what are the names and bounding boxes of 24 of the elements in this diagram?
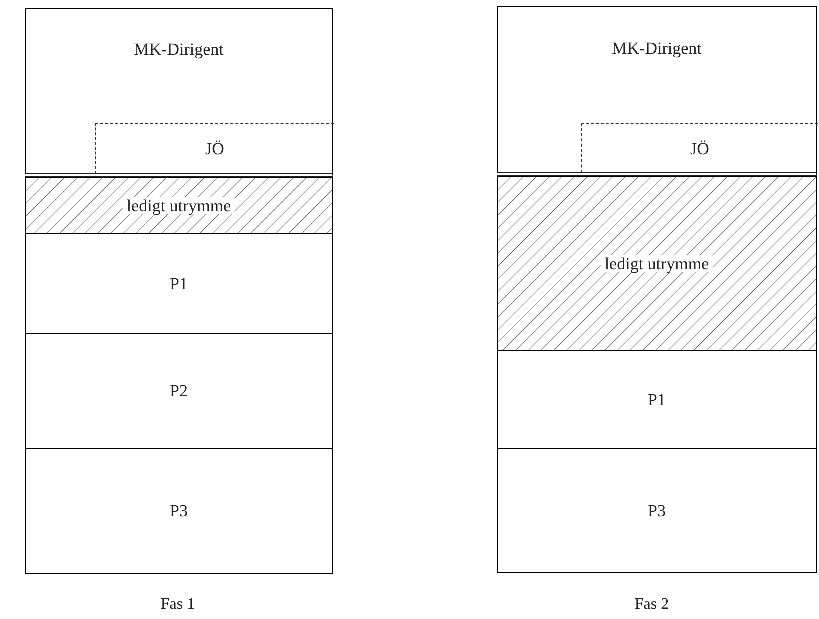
block-label: P3 [170, 502, 188, 520]
memory-block [25, 448, 333, 574]
block-label: P3 [648, 502, 666, 519]
phase-caption: Fas 1 [160, 595, 196, 615]
memory-block [25, 8, 333, 177]
hatched-free-space-block [497, 176, 817, 351]
hatched-free-space-block [25, 177, 333, 234]
memory-block [497, 350, 817, 449]
phase-caption: Fas 2 [634, 595, 670, 615]
block-label: JÖ [690, 140, 710, 157]
block-label: JÖ [206, 140, 224, 158]
block-label: MK-Dirigent [134, 41, 224, 58]
block-label: ledigt utrymme [122, 197, 236, 214]
block-label: ledigt utrymme [600, 255, 714, 272]
block-label: P1 [170, 275, 188, 292]
memory-block [25, 233, 333, 334]
block-label: P2 [170, 382, 188, 400]
block-label: MK-Dirigent [612, 40, 702, 57]
memory-block [497, 6, 817, 176]
block-label: P1 [648, 391, 666, 408]
dashed-memory-block [581, 123, 818, 173]
memory-block [497, 448, 817, 573]
dashed-memory-block [95, 123, 334, 174]
memory-block [25, 333, 333, 449]
